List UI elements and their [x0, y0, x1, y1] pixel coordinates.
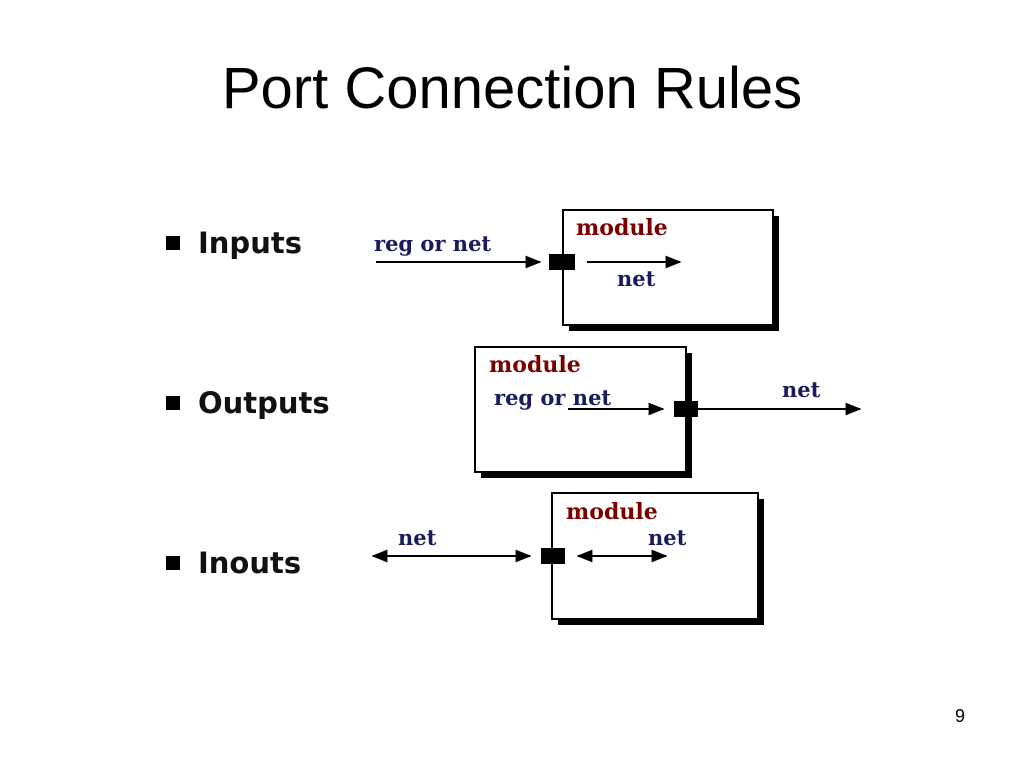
bullet-inouts: Inouts: [166, 546, 301, 580]
outputs-inside-signal-label: reg or net: [494, 385, 611, 410]
bullet-square-icon: [166, 396, 180, 410]
inputs-inside-signal-label: net: [617, 266, 656, 291]
outputs-diagram: module reg or net net: [474, 346, 862, 478]
bullet-outputs: Outputs: [166, 386, 330, 420]
inputs-module-label: module: [576, 215, 668, 241]
inouts-port: [541, 548, 565, 564]
inouts-outside-signal-label: net: [398, 525, 437, 550]
inputs-port: [549, 254, 575, 270]
inouts-module-label: module: [566, 499, 658, 525]
inouts-diagram: module net net: [371, 492, 764, 625]
outputs-module-label: module: [489, 352, 581, 378]
bullet-square-icon: [166, 556, 180, 570]
slide-title: Port Connection Rules: [221, 56, 803, 121]
inputs-diagram: module reg or net net: [374, 209, 779, 331]
inouts-inside-signal-label: net: [648, 525, 687, 550]
outputs-port: [674, 401, 698, 417]
bullet-inputs: Inputs: [166, 226, 302, 260]
bullet-square-icon: [166, 236, 180, 250]
outputs-outside-signal-label: net: [782, 377, 821, 402]
bullet-label-inouts: Inouts: [198, 546, 302, 580]
bullet-label-inputs: Inputs: [198, 226, 302, 260]
page-number: 9: [954, 706, 965, 726]
bullet-label-outputs: Outputs: [198, 386, 330, 420]
inputs-outside-signal-label: reg or net: [374, 231, 491, 256]
